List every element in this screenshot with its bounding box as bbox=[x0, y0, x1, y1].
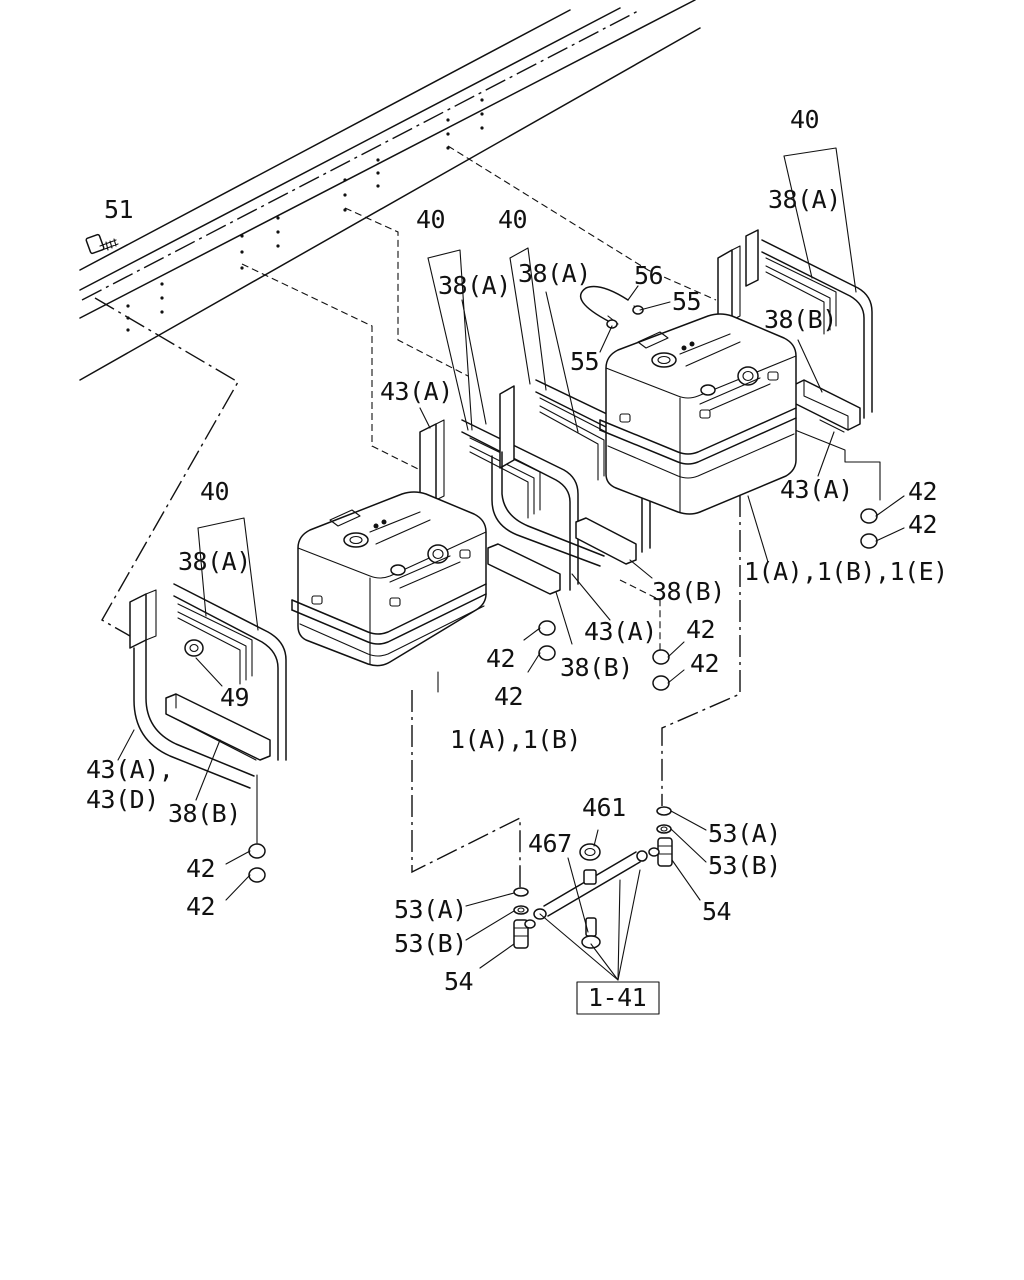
callout-51: 51 bbox=[104, 195, 133, 224]
leader-lines bbox=[117, 147, 905, 969]
callout-55-a: 55 bbox=[672, 287, 701, 316]
callout-56: 56 bbox=[634, 261, 663, 290]
crossover-pipe bbox=[513, 806, 673, 1015]
callout-55-b: 55 bbox=[570, 347, 599, 376]
callout-49: 49 bbox=[220, 683, 249, 712]
callout-40-mid-2: 40 bbox=[498, 205, 527, 234]
callout-43a-right: 43(A) bbox=[780, 475, 853, 504]
left-bracket-assembly bbox=[129, 583, 287, 883]
callout-467: 467 bbox=[528, 829, 572, 858]
callout-43a-mid: 43(A) bbox=[380, 377, 453, 406]
bolt-51 bbox=[85, 233, 119, 255]
callout-38a-mid-1: 38(A) bbox=[438, 271, 511, 300]
callout-42-right-1: 42 bbox=[908, 477, 937, 506]
callout-43a-43d-line2: 43(D) bbox=[86, 785, 159, 814]
callout-461: 461 bbox=[582, 793, 626, 822]
callout-54-right: 54 bbox=[702, 897, 731, 926]
callout-38a-mid-2: 38(A) bbox=[518, 259, 591, 288]
callout-53a-left: 53(A) bbox=[394, 895, 467, 924]
callout-38b-mid: 38(B) bbox=[560, 653, 633, 682]
callout-42-mid-1: 42 bbox=[486, 644, 515, 673]
callout-42-mid-3: 42 bbox=[686, 615, 715, 644]
callout-40-mid-1: 40 bbox=[416, 205, 445, 234]
callout-54-left: 54 bbox=[444, 967, 473, 996]
fuel-tank-right bbox=[580, 285, 797, 515]
callout-labels: 51 40 38(A) 49 43(A), 43(D) 38(B) 42 42 … bbox=[86, 105, 948, 1012]
callout-38a-left: 38(A) bbox=[178, 547, 251, 576]
callout-1a-1b-1e: 1(A),1(B),1(E) bbox=[744, 557, 948, 586]
callout-53b-left: 53(B) bbox=[394, 929, 467, 958]
frame-rail bbox=[79, 0, 701, 381]
callout-38b-mid-2: 38(B) bbox=[652, 577, 725, 606]
callout-1a-1b: 1(A),1(B) bbox=[450, 725, 581, 754]
callout-53b-right: 53(B) bbox=[708, 851, 781, 880]
callout-38b-right: 38(B) bbox=[764, 305, 837, 334]
callout-42-mid-2: 42 bbox=[494, 682, 523, 711]
reference-box bbox=[576, 981, 660, 1015]
right-bracket-assembly bbox=[717, 229, 878, 549]
callout-40-right: 40 bbox=[790, 105, 819, 134]
fuel-tank-left bbox=[291, 491, 487, 693]
leader-routes bbox=[94, 145, 881, 888]
callout-42-right-2: 42 bbox=[908, 510, 937, 539]
callout-43a-43d-line1: 43(A), bbox=[86, 755, 173, 784]
reference-label: 1-41 bbox=[588, 983, 646, 1012]
callout-43a-mid-2: 43(A) bbox=[584, 617, 657, 646]
callout-40-left: 40 bbox=[200, 477, 229, 506]
callout-42-left-2: 42 bbox=[186, 892, 215, 921]
callout-53a-right: 53(A) bbox=[708, 819, 781, 848]
callout-42-mid-4: 42 bbox=[690, 649, 719, 678]
callout-38b-left: 38(B) bbox=[168, 799, 241, 828]
callout-42-left-1: 42 bbox=[186, 854, 215, 883]
callout-38a-right: 38(A) bbox=[768, 185, 841, 214]
